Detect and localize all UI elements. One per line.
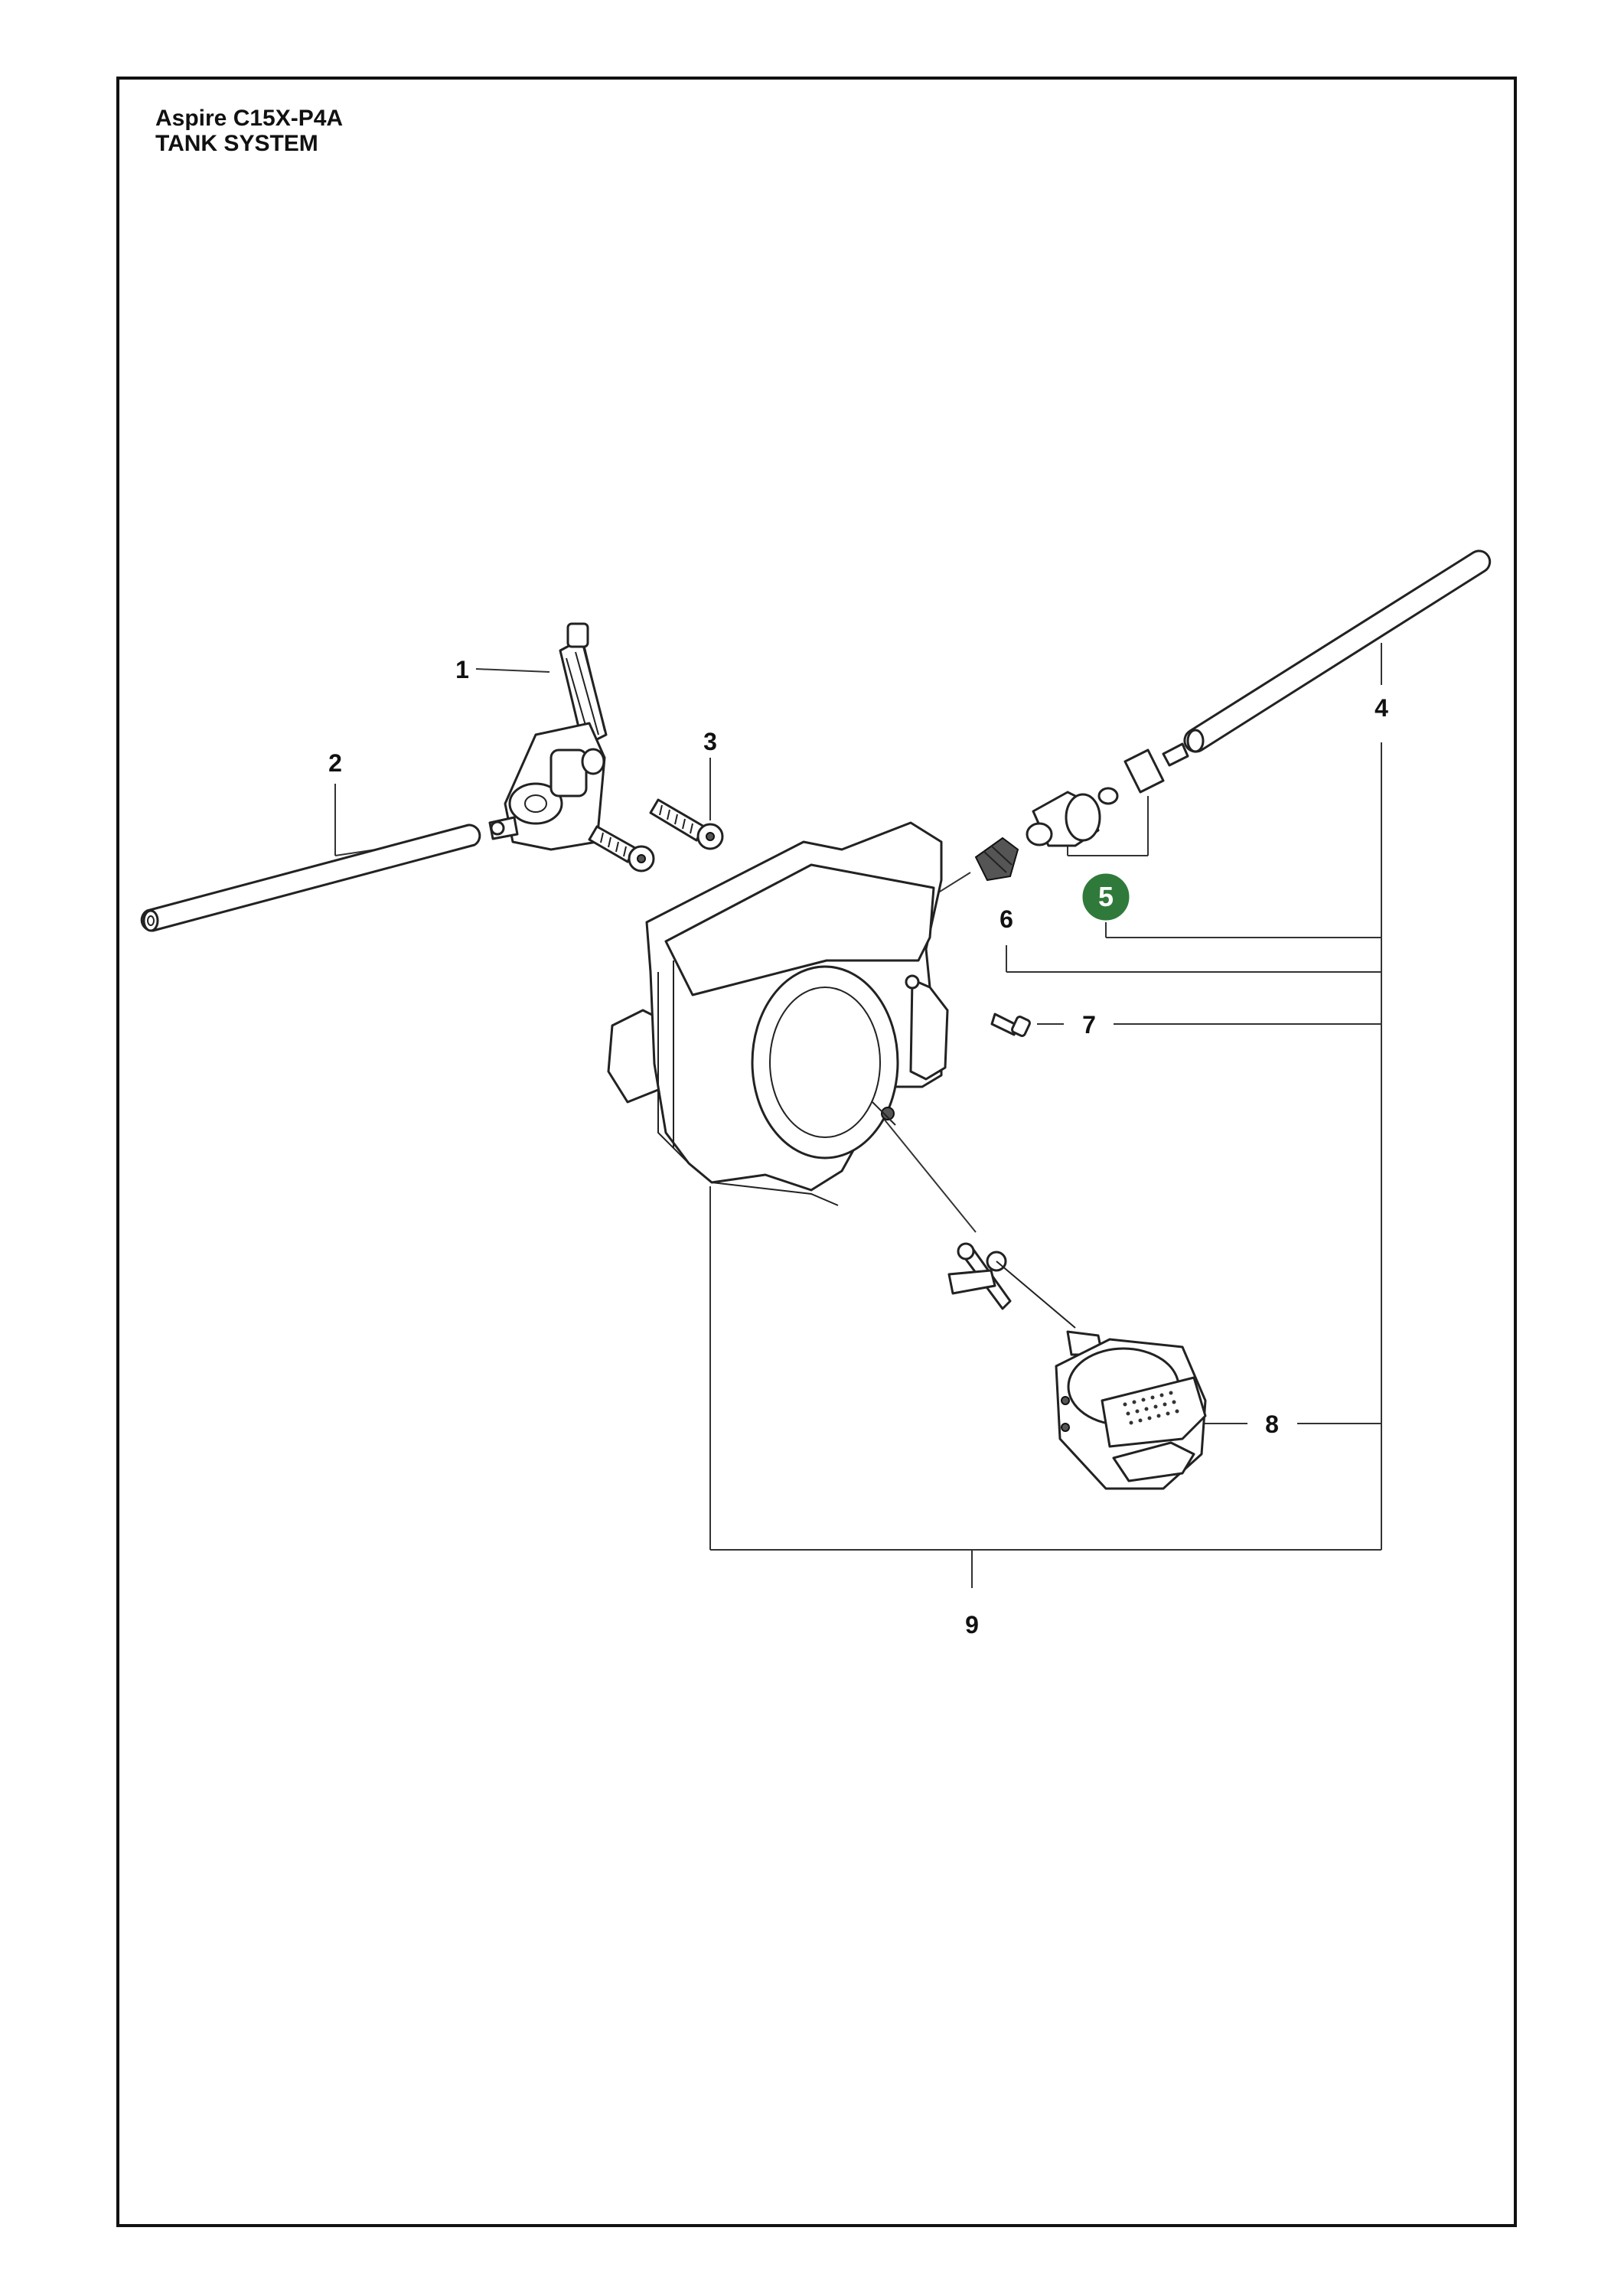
title-block: Aspire C15X-P4A TANK SYSTEM (155, 106, 343, 156)
callout-4: 4 (1375, 694, 1388, 722)
callout-1: 1 (455, 656, 469, 683)
small-screw (990, 1013, 1031, 1037)
callout-9: 9 (965, 1611, 979, 1639)
drawing-frame (116, 77, 1517, 2227)
fuel-filter-parts (1026, 742, 1189, 847)
fuel-tank (607, 821, 949, 1206)
model-name: Aspire C15X-P4A (155, 106, 344, 131)
callout-7: 7 (1082, 1011, 1096, 1039)
screws (588, 798, 724, 872)
callout-5-badge: 5 (1082, 873, 1130, 921)
callout-2: 2 (328, 749, 342, 777)
fuel-cap-assembly (947, 1242, 1207, 1490)
primer-valve-assembly (488, 622, 608, 851)
fuel-filter-mesh (974, 837, 1019, 882)
fuel-hose-right (1183, 550, 1492, 753)
cap-grip-dots (1123, 1391, 1179, 1425)
callout-8: 8 (1265, 1411, 1279, 1438)
fuel-hose-left (140, 823, 481, 932)
section-title: TANK SYSTEM (155, 131, 318, 156)
callout-3: 3 (703, 728, 717, 755)
callout-labels: 1 2 3 4 5 6 7 8 9 (328, 656, 1388, 1639)
callout-5: 5 (1098, 881, 1114, 912)
callout-6: 6 (1000, 905, 1013, 933)
